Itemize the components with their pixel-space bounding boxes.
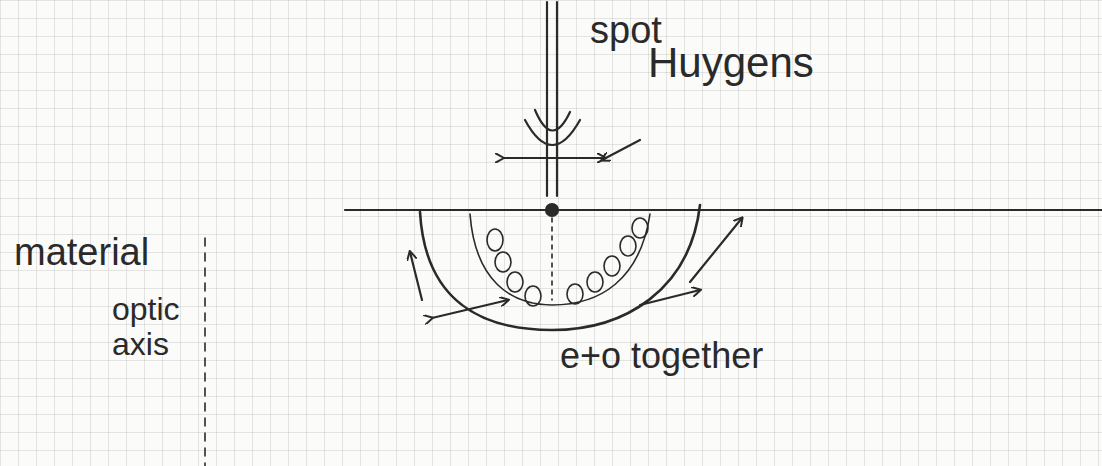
leader-arrow	[602, 140, 640, 160]
wavefront	[420, 205, 700, 330]
polarization-arrow	[503, 157, 605, 159]
propagation-arrow	[640, 290, 700, 305]
focus-curve	[525, 120, 580, 145]
huygens-label: Huygens	[648, 40, 814, 86]
optic-axis-line	[204, 238, 206, 466]
propagation-arrow	[690, 218, 742, 282]
inner-wavefront	[470, 214, 650, 305]
beam-line	[556, 2, 558, 196]
axis-dots	[551, 218, 553, 300]
spot-dot	[546, 204, 558, 216]
material-label: material	[14, 232, 149, 274]
note-label: e+o together	[560, 336, 763, 376]
material-surface	[345, 209, 1102, 211]
optic-axis-label: optic axis	[112, 292, 192, 362]
wavelets	[487, 218, 648, 306]
focus-curve	[535, 110, 570, 131]
beam-line	[546, 2, 548, 196]
propagation-arrow	[410, 252, 422, 300]
polarization-arrow	[432, 300, 508, 318]
